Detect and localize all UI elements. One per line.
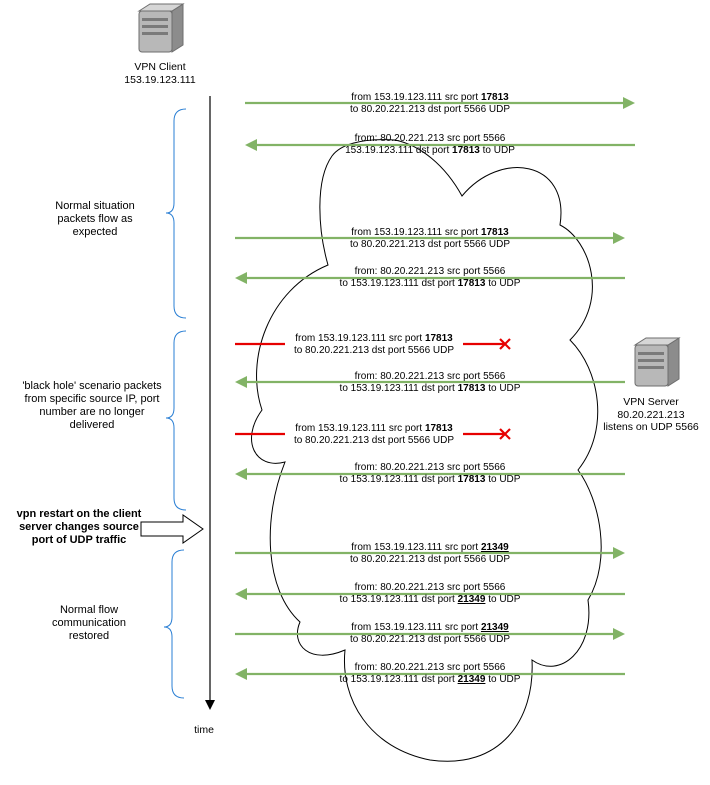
phase-restored: Normal flow communication restored [52,604,126,642]
packet-text: to 80.20.221.213 dst port 5566 UDP [349,103,511,115]
packet-text: to 153.19.123.111 dst port [339,382,458,394]
packet-text: to UDP [479,144,515,156]
outbound-packet-arrow [235,232,625,244]
packet-text: to 153.19.123.111 dst port [339,277,458,289]
packet-text: to 80.20.221.213 dst port 5566 UDP [293,344,455,356]
packet-text: to UDP [485,593,521,605]
phase-restart: vpn restart on the client server changes… [16,508,142,546]
inbound-packet-arrow [235,468,625,480]
inbound-packet-arrow [245,139,635,151]
dropped-packet-arrow [235,428,511,440]
server-computer-icon [633,337,681,387]
packet-text: from: 80.20.221.213 src port 5566 [354,662,506,673]
server-listen: listens on UDP 5566 [603,421,699,433]
packet-text: from: 80.20.221.213 src port 5566 [354,582,506,593]
dropped-packet-arrow [235,338,511,350]
packet-text: 153.19.123.111 dst port [345,144,453,156]
packet-text: from 153.19.123.111 src port [351,622,481,633]
port-number: 17813 [480,92,509,103]
packet-text: to 153.19.123.111 dst port [339,593,458,605]
port-number: 17813 [457,277,486,289]
packet-text: from 153.19.123.111 src port [351,227,481,238]
outbound-packet-arrow [245,97,635,109]
outbound-packet-arrow [235,547,625,559]
packet-text: from: 80.20.221.213 src port 5566 [354,462,506,473]
restart-block-arrow [140,514,204,544]
port-number: 17813 [424,423,453,434]
packet-text: to 80.20.221.213 dst port 5566 UDP [349,238,511,250]
packet-text: to 80.20.221.213 dst port 5566 UDP [349,553,511,565]
drop-x-icon [499,338,511,350]
time-label: time [194,724,214,736]
server-name: VPN Server [623,396,679,408]
inbound-packet-arrow [235,272,625,284]
packet-text: from: 80.20.221.213 src port 5566 [354,266,506,277]
port-number: 17813 [452,144,480,156]
port-number: 21349 [457,673,486,685]
drop-x-icon [499,428,511,440]
port-number: 17813 [480,227,509,238]
phase-normal: Normal situation packets flow as expecte… [55,200,135,238]
packet-text: to UDP [485,382,521,394]
packet-text: from 153.19.123.111 src port [295,423,425,434]
packet-text: from: 80.20.221.213 src port 5566 [354,133,506,144]
packet-text: to 80.20.221.213 dst port 5566 UDP [293,434,455,446]
client-name: VPN Client [134,61,186,73]
brace-restored [163,549,185,699]
packet-text: to 153.19.123.111 dst port [339,473,458,485]
phase-black-hole: 'black hole' scenario packets from speci… [22,380,162,431]
outbound-packet-arrow [235,628,625,640]
port-number: 21349 [480,542,509,553]
port-number: 21349 [480,622,509,633]
port-number: 17813 [457,382,486,394]
packet-text: from: 80.20.221.213 src port 5566 [354,371,506,382]
packet-text: to 153.19.123.111 dst port [339,673,458,685]
client-computer-icon [137,3,185,53]
inbound-packet-arrow [235,376,625,388]
packet-text: from 153.19.123.111 src port [351,92,481,103]
packet-text: to 80.20.221.213 dst port 5566 UDP [349,633,511,645]
brace-normal [165,108,187,319]
client-ip: 153.19.123.111 [124,73,196,86]
server-ip: 80.20.221.213 [617,408,685,421]
packet-text: from 153.19.123.111 src port [295,333,425,344]
packet-text: from 153.19.123.111 src port [351,542,481,553]
packet-text: to UDP [485,277,521,289]
packet-text: to UDP [485,673,521,685]
client-label: VPN Client 153.19.123.111 [100,61,220,86]
port-number: 17813 [424,333,453,344]
brace-black-hole [165,330,187,511]
inbound-packet-arrow [235,668,625,680]
time-arrowhead [205,700,215,710]
packet-text: to UDP [485,473,521,485]
port-number: 17813 [457,473,486,485]
inbound-packet-arrow [235,588,625,600]
port-number: 21349 [457,593,486,605]
internet-cloud [251,139,602,762]
server-label: VPN Server 80.20.221.213 listens on UDP … [595,396,707,434]
